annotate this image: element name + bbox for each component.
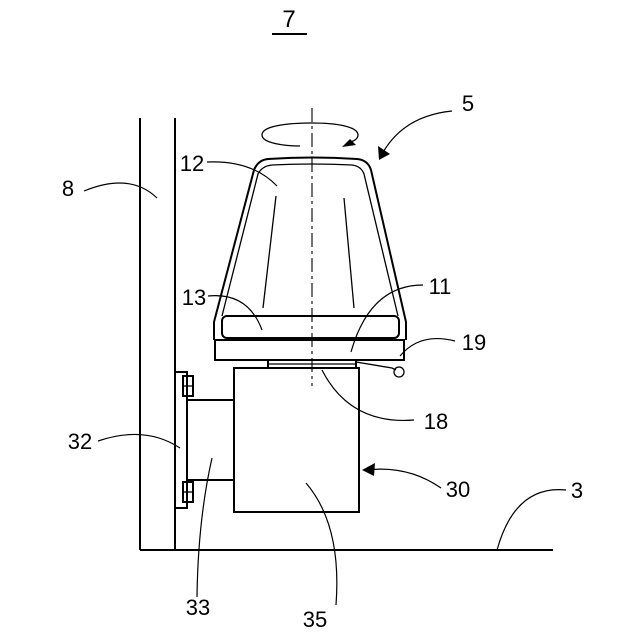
- leader-30: [366, 469, 441, 488]
- label-33: 33: [186, 595, 210, 620]
- label-18: 18: [424, 409, 448, 434]
- leader-5-arrowhead: [378, 146, 390, 160]
- label-12: 12: [180, 151, 204, 176]
- seat-plate: [215, 340, 404, 360]
- backrest-highlight-left: [263, 196, 276, 308]
- leader-3: [497, 490, 566, 550]
- leader-5: [381, 111, 452, 156]
- leader-30-arrowhead: [362, 463, 375, 476]
- label-3: 3: [571, 478, 583, 503]
- base-box: [234, 368, 359, 512]
- backrest-highlight-right: [344, 198, 354, 308]
- label-13: 13: [182, 285, 206, 310]
- leader-33: [197, 458, 212, 597]
- backrest-inner: [222, 164, 398, 316]
- leader-11: [351, 285, 423, 352]
- lever: [356, 362, 396, 370]
- leader-8: [84, 183, 157, 198]
- figure-number: 7: [282, 6, 295, 33]
- label-5: 5: [462, 91, 474, 116]
- label-8: 8: [62, 176, 74, 201]
- label-35: 35: [303, 607, 327, 632]
- leader-18: [322, 370, 414, 420]
- leader-35: [306, 483, 337, 605]
- seat-cushion: [222, 316, 399, 338]
- leader-19: [400, 339, 455, 356]
- mount-plate: [175, 372, 187, 508]
- backrest-outer: [214, 158, 406, 341]
- label-32: 32: [68, 429, 92, 454]
- label-11: 11: [429, 274, 452, 299]
- label-19: 19: [462, 330, 486, 355]
- label-30: 30: [446, 477, 470, 502]
- leader-12: [207, 162, 277, 186]
- lever-knob: [394, 367, 404, 377]
- rotation-ellipse: [262, 123, 358, 146]
